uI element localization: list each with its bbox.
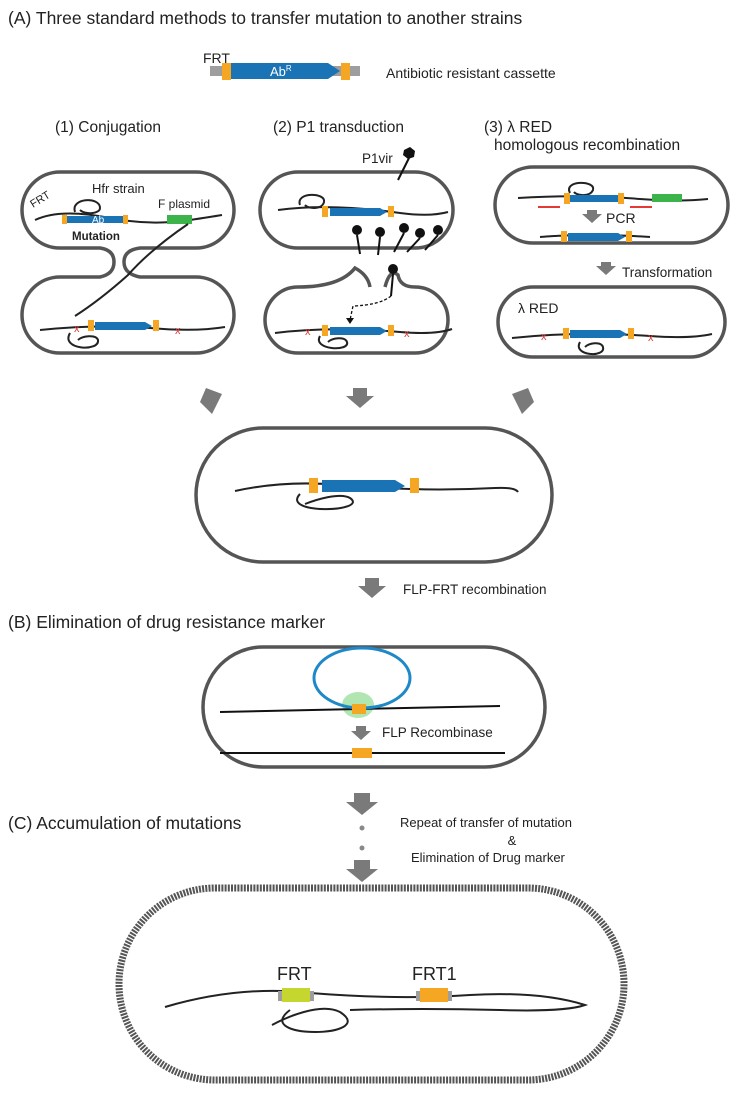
transduction-panel: P1vir x x	[258, 147, 455, 355]
repeat-arrow-top	[346, 793, 378, 815]
recipient-cell-top-left	[297, 265, 372, 289]
f-plasmid-label: F plasmid	[158, 197, 210, 211]
recipient-cell-outline	[263, 271, 450, 355]
p1vir-label: P1vir	[362, 151, 393, 166]
converge-arrows	[200, 388, 534, 414]
method-1-title: (1) Conjugation	[55, 119, 161, 136]
svg-text:AbR: AbR	[270, 64, 292, 79]
arrow-center	[346, 388, 374, 408]
lambda-donor-cell	[493, 165, 730, 245]
flp-step-label: FLP-FRT recombination	[403, 582, 547, 597]
phage-particles	[352, 223, 443, 297]
frt-yellowgreen-site	[282, 988, 310, 1002]
repeat-indicator	[346, 793, 378, 882]
recipient-chromosome	[39, 325, 226, 331]
transferred-dna-strand	[74, 223, 189, 317]
repeat-text-line2: &	[508, 833, 517, 848]
section-c-title: (C) Accumulation of mutations	[8, 813, 242, 833]
arrow-right	[512, 388, 534, 414]
method-3-title-line1: (3) λ RED	[484, 119, 552, 136]
legend-cassette-caption: Antibiotic resistant cassette	[386, 65, 556, 81]
elimination-cell: FLP Recombinase	[201, 645, 547, 769]
conjugation-mating-cells	[20, 170, 236, 355]
conjugation-panel: FRT Hfr strain Ab Mutation F plasmid x x	[20, 170, 236, 355]
mutation-label: Mutation	[72, 231, 120, 243]
arrow-left	[200, 388, 222, 414]
final-cell: FRT FRT1	[115, 884, 628, 1084]
merged-cell	[194, 426, 554, 564]
transformation-label: Transformation	[622, 265, 712, 280]
method-3-title-line2: homologous recombination	[494, 137, 680, 154]
legend-cassette: FRT AbR Antibiotic resistant cassette	[203, 50, 556, 81]
final-frt-label: FRT	[277, 964, 312, 984]
legend-frt-label: FRT	[203, 50, 230, 66]
hfr-ab-cassette	[67, 216, 123, 223]
legend-cassette-text: Ab	[270, 64, 286, 79]
merged-cell-outline	[194, 426, 554, 564]
f-plasmid-segment	[167, 215, 192, 224]
pcr-label: PCR	[606, 210, 636, 226]
lambda-recipient-cell	[496, 285, 727, 359]
repeat-text-line1: Repeat of transfer of mutation	[400, 815, 572, 830]
conj-frt-label: FRT	[28, 189, 53, 211]
method-2-title: (2) P1 transduction	[273, 119, 404, 136]
section-a-title: (A) Three standard methods to transfer m…	[8, 8, 522, 28]
frt1-site	[420, 988, 448, 1002]
svg-text:x: x	[74, 323, 80, 335]
repeat-arrow-bottom	[346, 860, 378, 882]
final-frt1-label: FRT1	[412, 964, 457, 984]
elimination-cell-outline	[201, 645, 547, 769]
legend-cassette-superscript: R	[286, 64, 292, 73]
hfr-strain-label: Hfr strain	[92, 181, 145, 196]
flp-recombinase-label: FLP Recombinase	[382, 725, 493, 740]
svg-text:x: x	[541, 331, 547, 343]
final-cell-outline	[115, 884, 628, 1084]
conj-ab-label: Ab	[92, 215, 105, 226]
svg-text:x: x	[305, 326, 311, 338]
svg-text:x: x	[175, 325, 181, 337]
lambda-red-label: λ RED	[518, 300, 558, 316]
hfr-chromosome	[34, 212, 223, 224]
svg-text:x: x	[404, 328, 410, 340]
section-b-title: (B) Elimination of drug resistance marke…	[8, 612, 325, 632]
injection-path	[349, 295, 392, 321]
flp-arrow	[358, 578, 386, 598]
donor-cell	[258, 170, 455, 250]
repeat-text-line3: Elimination of Drug marker	[411, 850, 566, 865]
svg-text:x: x	[648, 332, 654, 344]
lambda-red-panel: PCR Transformation λ RED x x	[493, 165, 730, 359]
p1vir-phage	[403, 147, 415, 159]
